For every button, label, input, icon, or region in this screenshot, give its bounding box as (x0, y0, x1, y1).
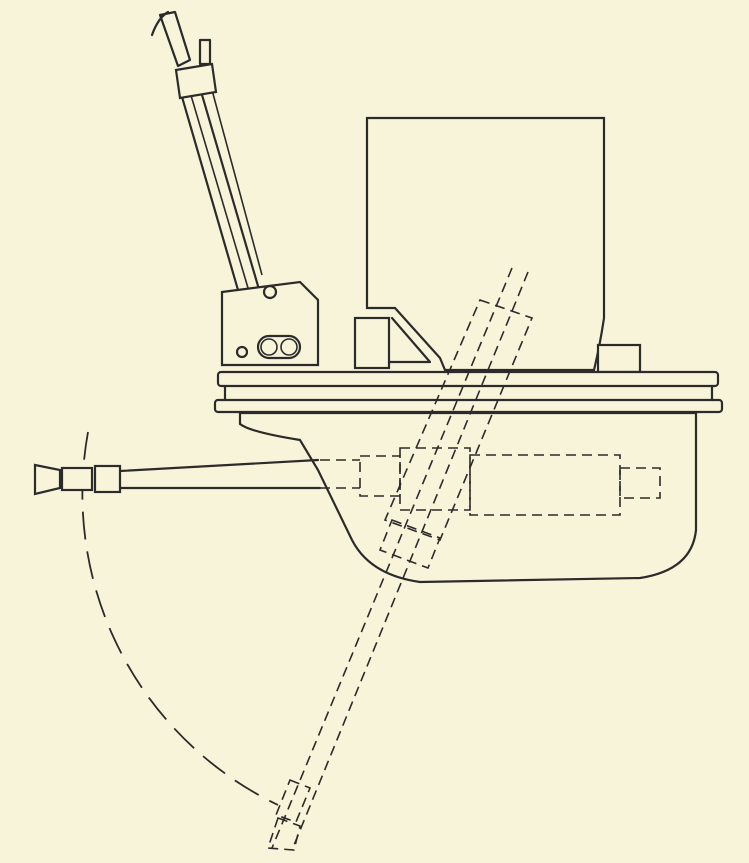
hidden-shaft-tilted (266, 267, 534, 851)
rear-step (596, 343, 642, 374)
hidden-cylinder-horizontal (320, 447, 661, 516)
lower-plate (213, 398, 724, 414)
horizontal-shaft (33, 458, 322, 496)
swing-arc (81, 431, 279, 806)
tiller-arm (150, 10, 320, 367)
small-block (353, 316, 391, 370)
upper-plate (216, 370, 720, 388)
